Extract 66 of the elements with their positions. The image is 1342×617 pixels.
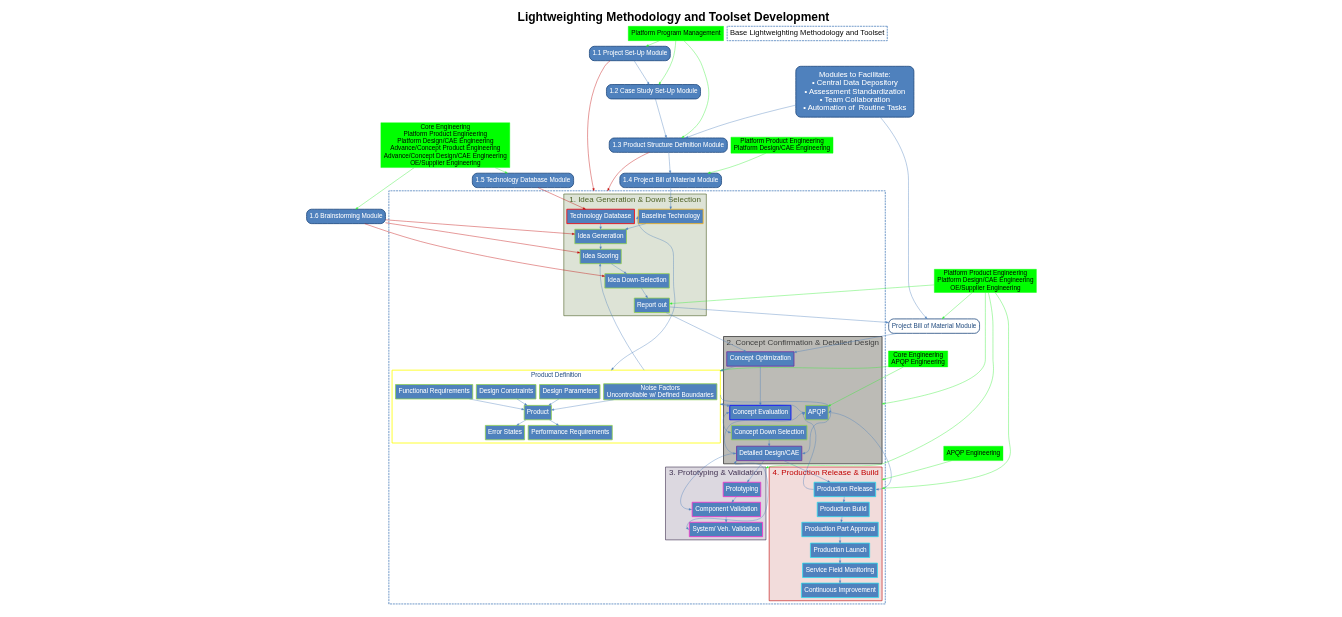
arrow [719, 404, 730, 407]
arrow [685, 460, 768, 530]
arrow [354, 167, 414, 210]
arrow [838, 577, 841, 584]
arrow [468, 398, 524, 411]
arrow [599, 223, 602, 230]
arrow [724, 516, 727, 523]
arrow [494, 167, 508, 174]
node-box: Base Lightweighting Methodology and Toolset [726, 25, 888, 42]
arrow [668, 152, 671, 174]
arrow [669, 187, 672, 210]
arrow [658, 40, 676, 85]
arrow [599, 243, 602, 250]
arrow [679, 452, 736, 511]
arrow [610, 263, 627, 274]
arrow [640, 287, 648, 299]
node-box: Modules to Facilitate: • Central Data Depository • Assessment Standardization • Team Collaboration • Automation of Routine Tasks [794, 65, 914, 118]
arrow [842, 496, 845, 503]
arrow [827, 366, 904, 407]
arrow [719, 365, 736, 372]
arrow [668, 306, 889, 324]
arrow [840, 516, 843, 523]
arrow [758, 366, 761, 406]
arrow [707, 153, 766, 174]
arrow [384, 222, 580, 254]
arrow [881, 460, 952, 481]
arrow [515, 419, 526, 426]
arrow [719, 403, 805, 413]
arrow [548, 419, 559, 426]
arrow [537, 187, 586, 210]
arrow [633, 60, 649, 85]
arrow [731, 496, 737, 503]
arrow [765, 292, 994, 469]
arrow [801, 412, 831, 455]
arrow [654, 98, 667, 139]
arrow [607, 152, 650, 191]
diagram-title: Lightweighting Methodology and Toolset Development [517, 9, 829, 24]
arrow [879, 117, 927, 320]
arrow [668, 284, 934, 305]
arrow [598, 263, 644, 371]
arrow [941, 292, 973, 319]
arrow [548, 398, 559, 406]
arrow [722, 412, 731, 434]
arrow [719, 366, 889, 372]
arrow [624, 223, 646, 230]
arrow [881, 292, 986, 405]
arrow [363, 223, 605, 277]
arrow [783, 460, 830, 483]
arrow [746, 460, 764, 483]
arrow [610, 216, 675, 371]
arrow [828, 412, 891, 491]
arrow [645, 40, 660, 47]
arrow [684, 104, 796, 139]
arrow [384, 219, 575, 235]
arrow [516, 398, 527, 406]
arrow [665, 312, 747, 352]
arrow [881, 292, 1011, 490]
arrow [801, 412, 816, 490]
arrow [767, 439, 770, 447]
arrow [680, 40, 709, 139]
arrow [719, 394, 831, 413]
arrow [586, 60, 610, 191]
arrow [838, 536, 841, 544]
arrow [838, 557, 841, 564]
arrow [793, 333, 897, 353]
arrow [550, 399, 614, 411]
